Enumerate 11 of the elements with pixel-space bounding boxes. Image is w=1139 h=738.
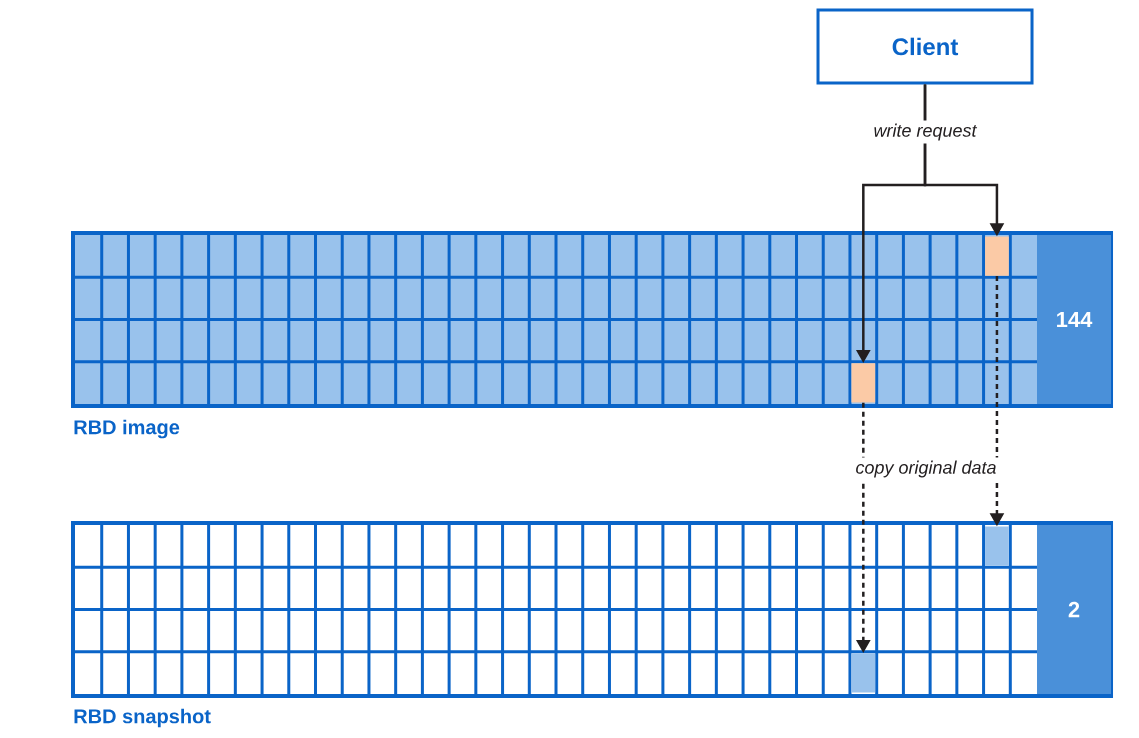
grid-heading: RBD snapshot [74,708,211,728]
highlighted-block [985,526,1009,566]
client-box: Client [816,8,1034,85]
count-box: 2 [1037,525,1111,694]
highlighted-block [851,653,876,693]
grid-heading: RBD image [74,419,180,439]
highlighted-block [851,363,876,403]
highlighted-block [985,236,1009,276]
count-box: 144 [1037,235,1111,404]
edge-label: write request [870,120,980,144]
edge-label: copy original data [852,457,1000,481]
